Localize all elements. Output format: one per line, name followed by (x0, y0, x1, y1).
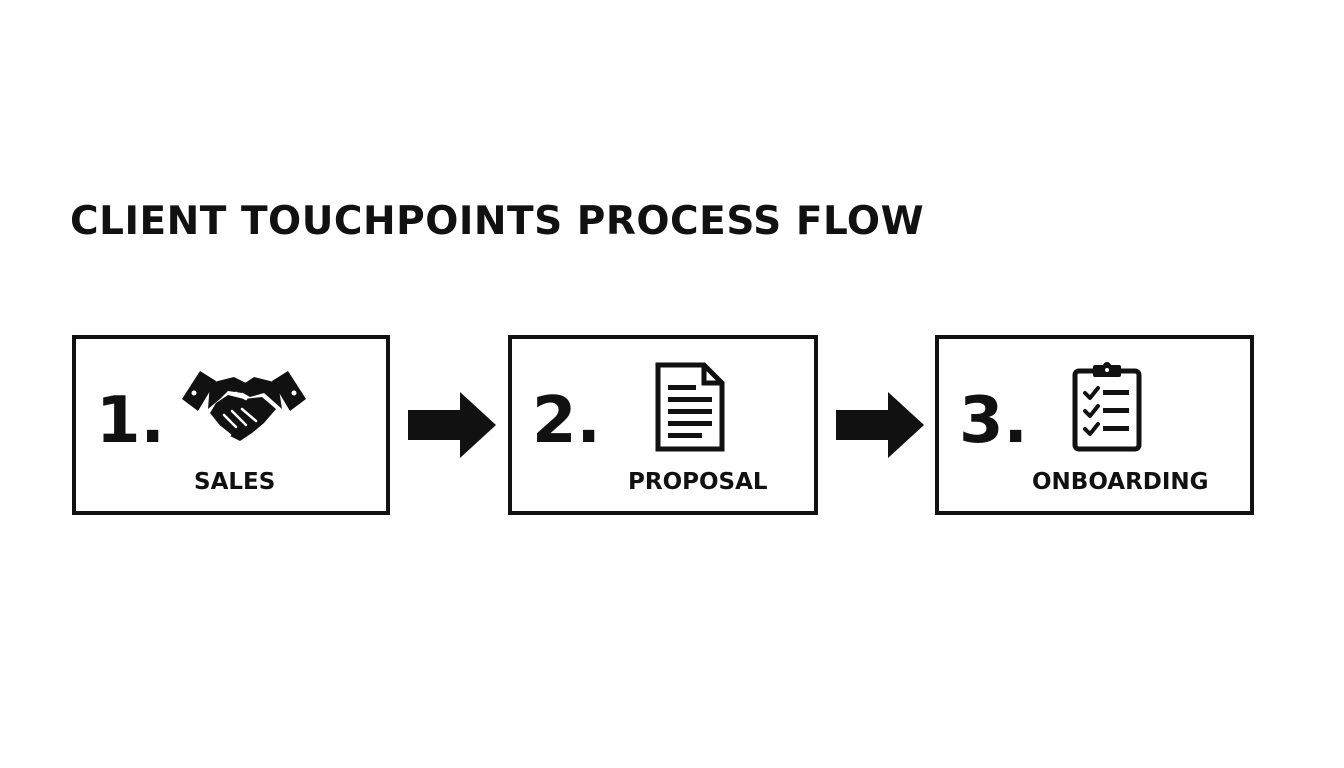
step-number: 2. (532, 384, 601, 458)
diagram-title: CLIENT TOUCHPOINTS PROCESS FLOW (70, 199, 925, 244)
step-label: PROPOSAL (628, 469, 768, 495)
step-number: 3. (959, 384, 1028, 458)
step-box-sales: 1. SALES (72, 335, 390, 515)
clipboard-checklist-icon (1072, 362, 1142, 452)
arrow-right-icon (836, 392, 924, 458)
step-number: 1. (96, 384, 165, 458)
document-icon (655, 362, 725, 452)
step-label: ONBOARDING (1032, 469, 1209, 495)
arrow-right-icon (408, 392, 496, 458)
step-label: SALES (194, 469, 276, 495)
step-box-proposal: 2. PROPOSAL (508, 335, 818, 515)
handshake-icon (182, 371, 306, 441)
step-box-onboarding: 3. ONBOARDING (935, 335, 1254, 515)
